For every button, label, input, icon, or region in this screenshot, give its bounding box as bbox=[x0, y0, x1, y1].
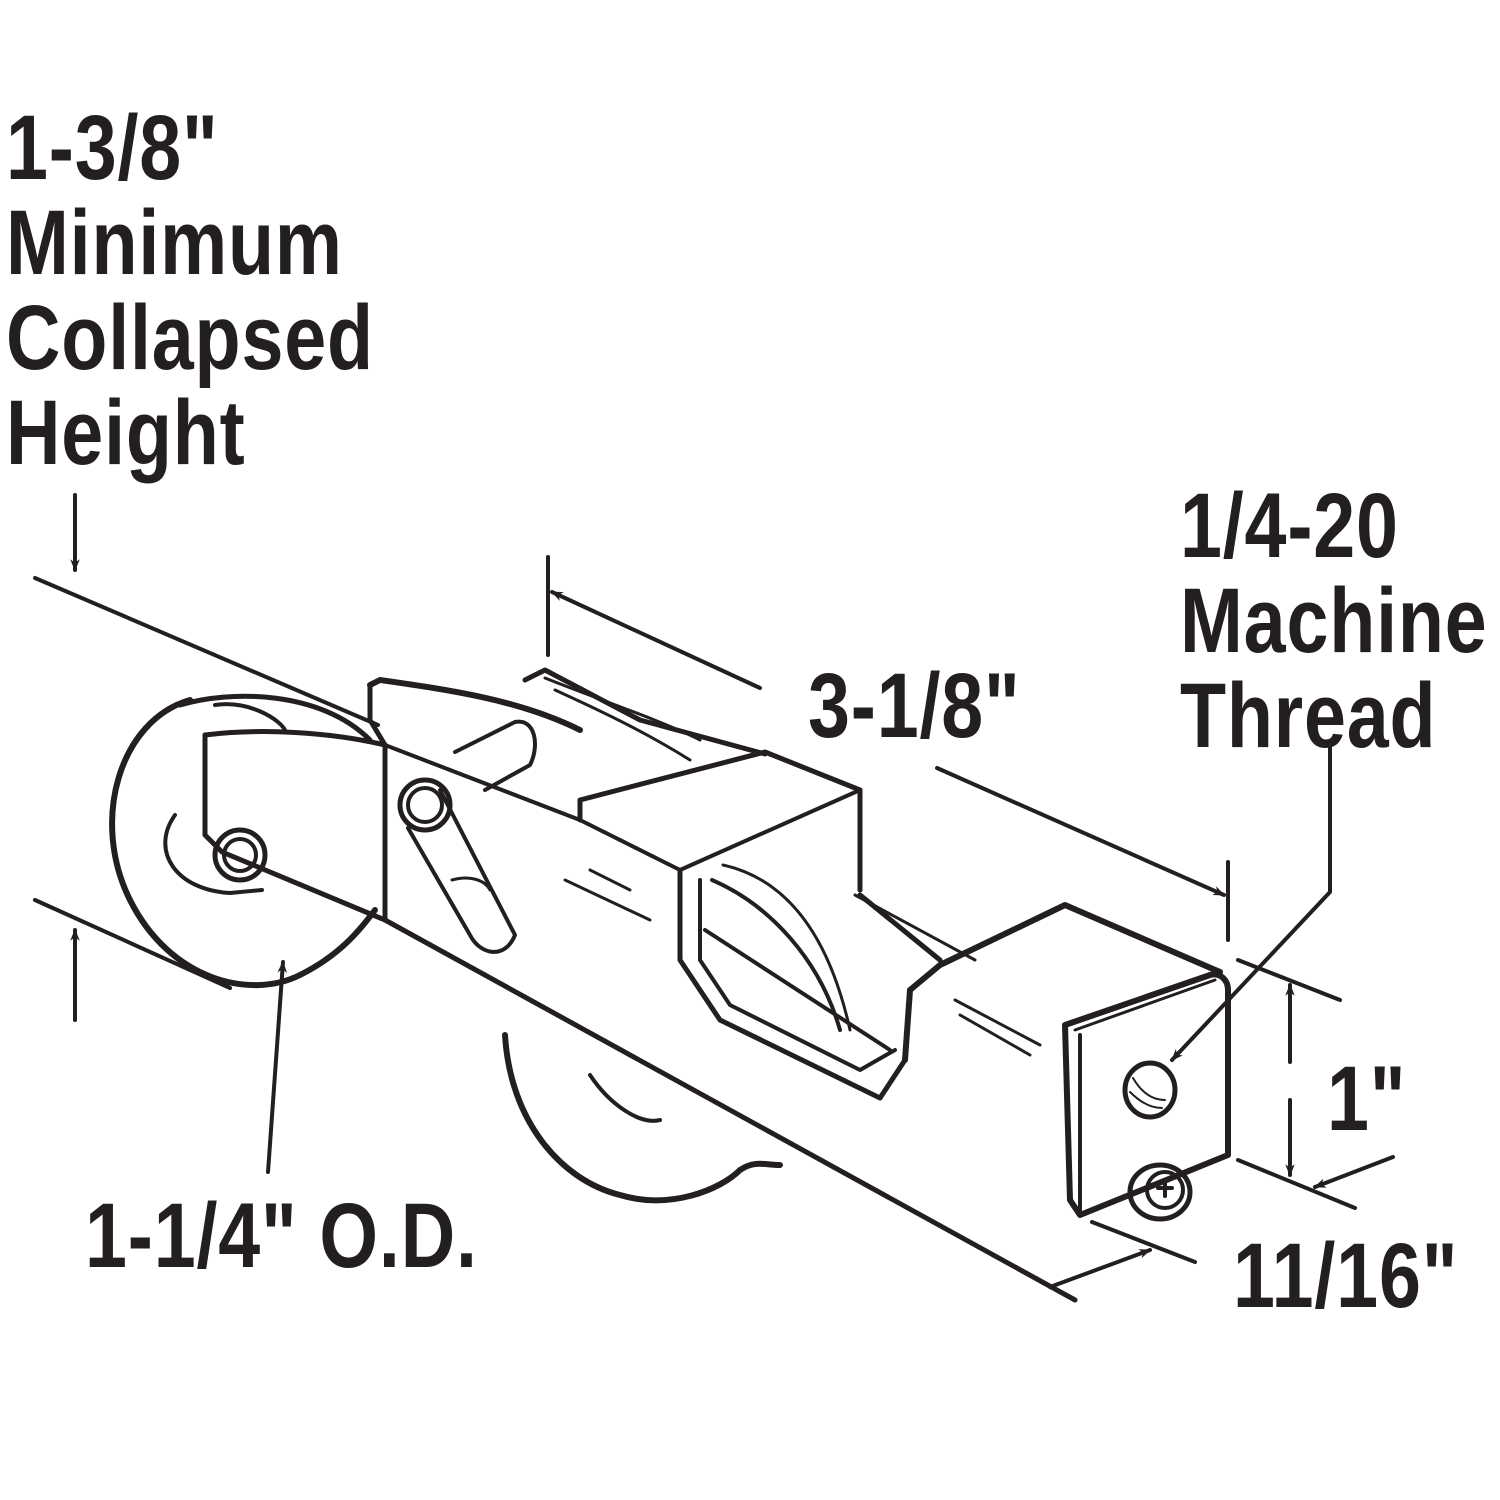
front-wheel bbox=[502, 1032, 783, 1204]
rear-wheel bbox=[109, 693, 378, 989]
thread-value: 1/4-20 bbox=[1180, 475, 1399, 577]
wheel-od-leader bbox=[266, 960, 288, 1174]
main-body bbox=[367, 667, 1078, 1303]
front-bracket bbox=[202, 729, 388, 923]
wheel-od-label: 1-1/4" O.D. bbox=[85, 1190, 478, 1282]
thread-text-2: Thread bbox=[1180, 665, 1437, 767]
collapsed-height-text-2: Collapsed bbox=[6, 287, 374, 389]
thread-text-1: Machine bbox=[1180, 570, 1488, 672]
sleeve-channel bbox=[563, 749, 908, 1101]
length-dimension bbox=[546, 555, 1230, 942]
width-dimension bbox=[1048, 1155, 1395, 1289]
length-value: 3-1/8" bbox=[808, 655, 1021, 757]
width-value: 11/16" bbox=[1233, 1225, 1459, 1327]
thread-leader bbox=[1170, 743, 1332, 1062]
thread-label: 1/4-20 Machine Thread bbox=[1180, 480, 1488, 762]
wheel-od-value: 1-1/4" O.D. bbox=[85, 1185, 478, 1287]
height-value: 1" bbox=[1327, 1048, 1407, 1150]
threaded-end-block bbox=[853, 892, 1231, 1222]
height-label: 1" bbox=[1327, 1053, 1406, 1145]
height-dimension bbox=[1236, 958, 1357, 1210]
collapsed-height-value: 1-3/8" bbox=[6, 97, 219, 199]
length-label: 3-1/8" bbox=[808, 660, 1021, 752]
collapsed-height-text-3: Height bbox=[6, 382, 246, 484]
collapsed-height-text-1: Minimum bbox=[6, 192, 343, 294]
width-label: 11/16" bbox=[1233, 1230, 1458, 1322]
collapsed-height-label: 1-3/8" Minimum Collapsed Height bbox=[6, 102, 374, 479]
